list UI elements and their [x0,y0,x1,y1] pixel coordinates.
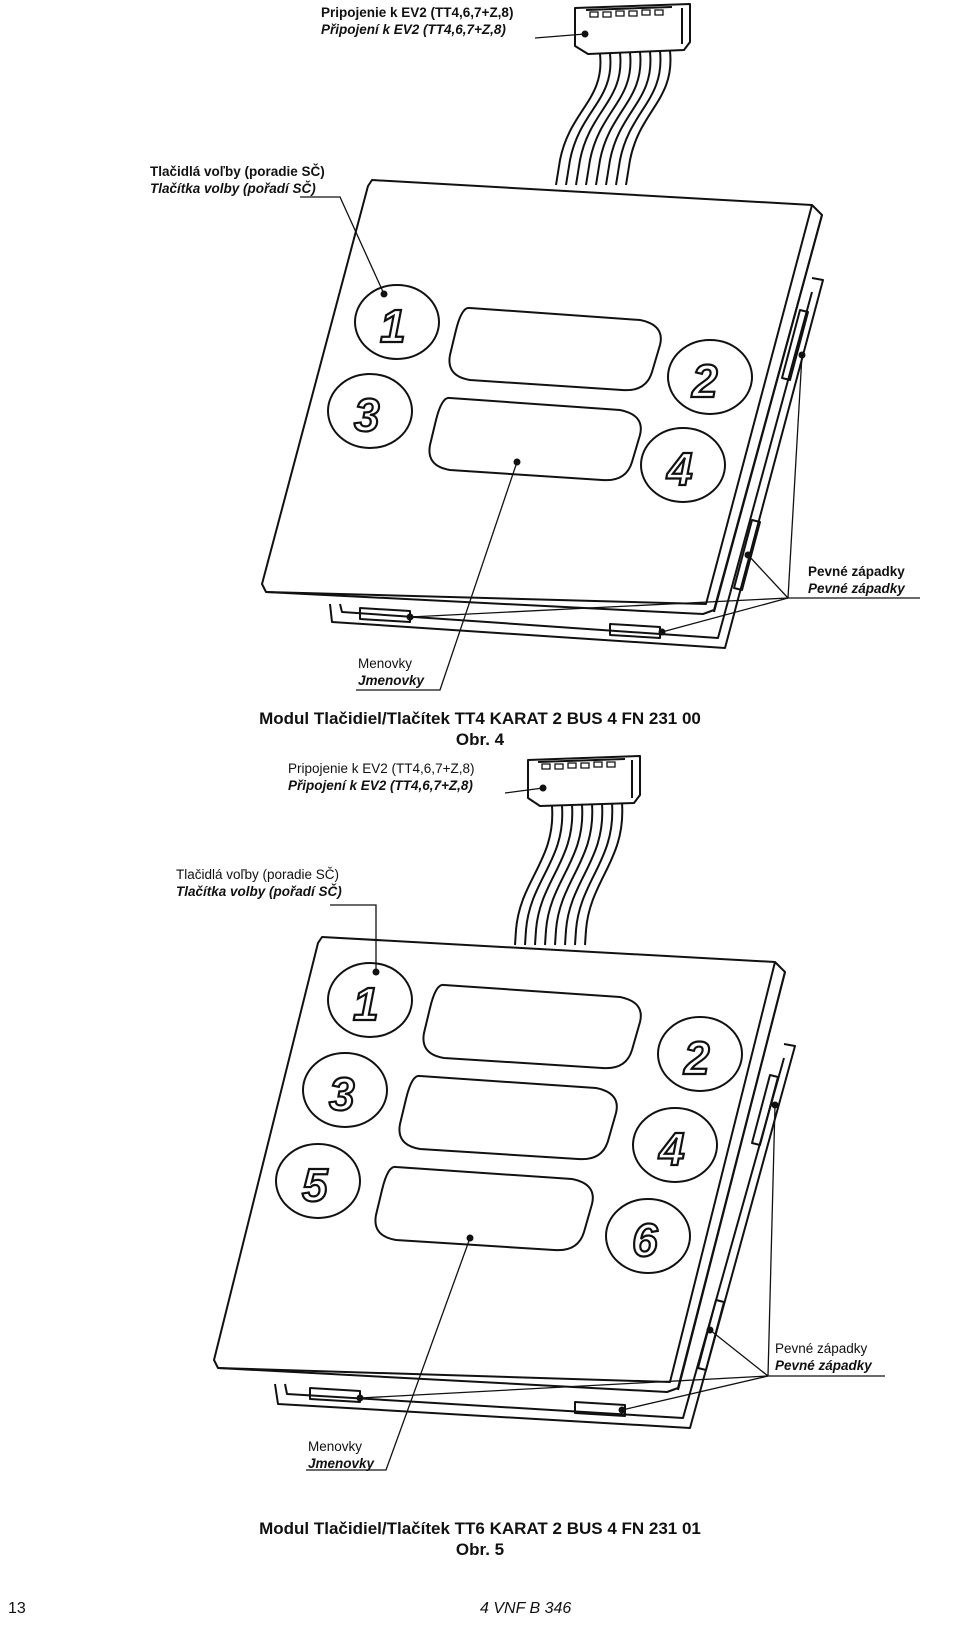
figure5-nametags-label: Menovky Jmenovky [308,1438,374,1472]
figure4-ribbon-cable [555,50,672,186]
nametags-label-cz: Jmenovky [308,1456,375,1471]
figure4-connector [574,3,691,55]
figure5-button-number: 4 [658,1123,685,1175]
figure4-buttons: 1 2 3 4 [327,284,753,503]
latches-label-cz: Pevné západky [775,1358,872,1373]
buttons-label-cz: Tlačítka volby (pořadí SČ) [150,181,316,196]
figure4-buttons-label: Tlačidlá voľby (poradie SČ) Tlačítka vol… [150,163,325,197]
figure4-name-tags [428,306,662,482]
figure5-buttons-label: Tlačidlá voľby (poradie SČ) Tlačítka vol… [176,866,342,900]
buttons-label-sk: Tlačidlá voľby (poradie SČ) [150,164,325,179]
figure4-drawing: 1 2 3 4 [261,3,920,691]
figure5-back-plate [274,1043,796,1429]
figure5-drawing: 1 2 3 4 5 6 [213,755,885,1471]
figure4-latches-label: Pevné západky Pevné západky [808,563,905,597]
figure4-back-plate [329,277,824,649]
figure5-name-tags [374,983,642,1252]
connector-label-cz: Připojení k EV2 (TT4,6,7+Z,8) [321,22,506,37]
figure5-button-number: 6 [632,1214,658,1266]
figure5-button-number: 5 [302,1159,329,1211]
figure4-nametags-label: Menovky Jmenovky [358,655,424,689]
figure5-connector-label: Pripojenie k EV2 (TT4,6,7+Z,8) Připojení… [288,760,474,794]
figure4-button-number: 3 [354,389,380,441]
figure5-caption-number: Obr. 5 [455,1540,505,1559]
figure5-button-number: 2 [683,1032,710,1084]
figure5-ribbon-cable [514,802,624,946]
figure4-caption-title: Modul Tlačidiel/Tlačítek TT4 KARAT 2 BUS… [259,709,701,728]
buttons-label-cz: Tlačítka volby (pořadí SČ) [176,884,342,899]
figure4-button-number: 4 [666,443,693,495]
figure5-front-plate [213,936,786,1393]
figure4-front-plate [261,179,823,615]
figure4-connector-label: Pripojenie k EV2 (TT4,6,7+Z,8) Připojení… [321,4,513,38]
figure5-buttons: 1 2 3 4 5 6 [275,962,743,1274]
nametags-label-cz: Jmenovky [358,673,425,688]
figure5-caption-title: Modul Tlačidiel/Tlačítek TT6 KARAT 2 BUS… [259,1519,701,1538]
latches-label-cz: Pevné západky [808,581,905,596]
figure4-button-number: 2 [691,355,718,407]
figure4-leader-lines [300,30,920,691]
figure4-caption: Modul Tlačidiel/Tlačítek TT4 KARAT 2 BUS… [0,708,960,750]
connector-label-sk: Pripojenie k EV2 (TT4,6,7+Z,8) [321,5,514,20]
figure5-button-number: 3 [329,1068,355,1120]
figure5-leader-lines [306,784,885,1471]
figure5-latches-label: Pevné západky Pevné západky [775,1340,872,1374]
latches-label-sk: Pevné západky [775,1341,868,1356]
figure4-button-number: 1 [380,300,406,352]
buttons-label-sk: Tlačidlá voľby (poradie SČ) [176,867,340,882]
figure5-button-number: 1 [353,978,379,1030]
nametags-label-sk: Menovky [308,1439,363,1454]
document-code: 4 VNF B 346 [480,1600,572,1617]
connector-label-sk: Pripojenie k EV2 (TT4,6,7+Z,8) [288,761,475,776]
figure5-connector [527,755,641,807]
nametags-label-sk: Menovky [358,656,413,671]
page-number: 13 [8,1600,26,1617]
connector-label-cz: Připojení k EV2 (TT4,6,7+Z,8) [288,778,473,793]
latches-label-sk: Pevné západky [808,564,905,579]
figure5-caption: Modul Tlačidiel/Tlačítek TT6 KARAT 2 BUS… [0,1518,960,1560]
figure4-caption-number: Obr. 4 [455,730,505,749]
